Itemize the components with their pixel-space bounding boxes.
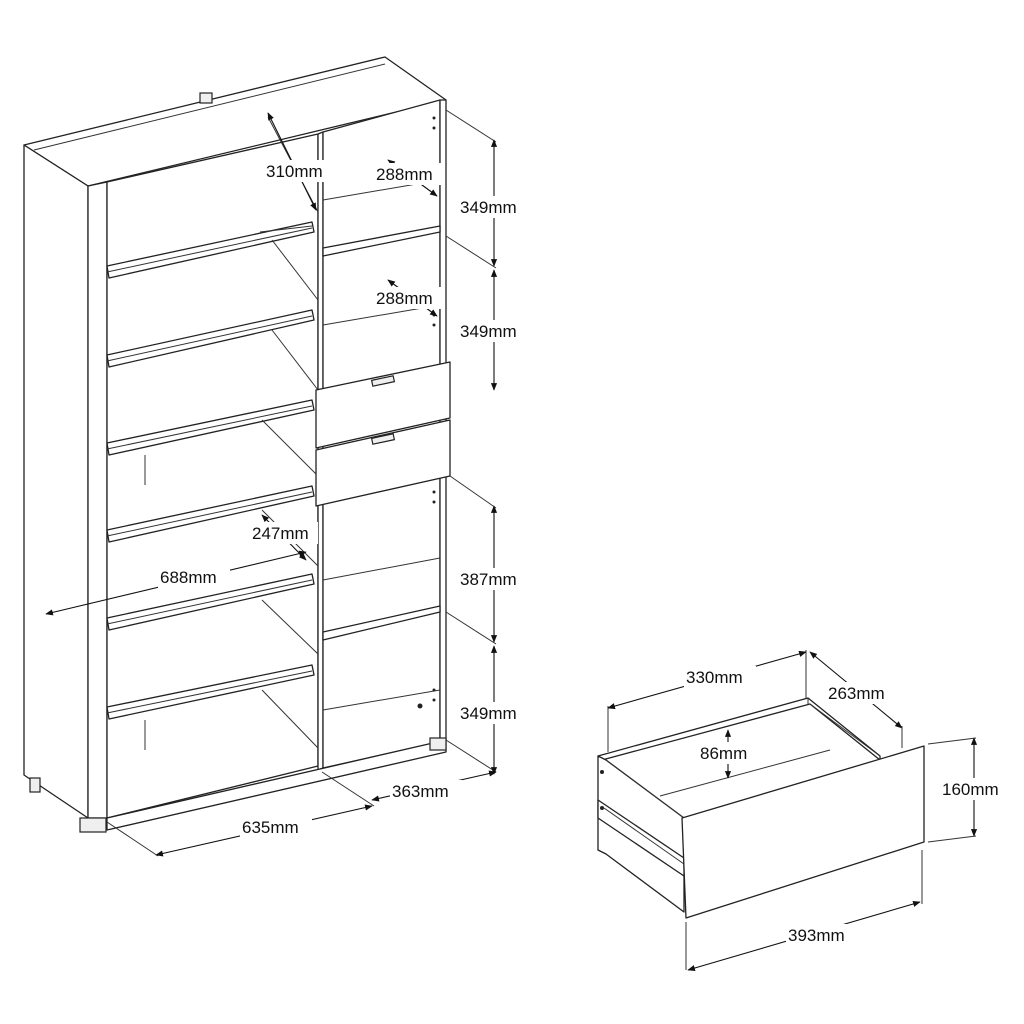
- label-height-4: 349mm: [460, 704, 517, 723]
- label-drawer-inner-height: 86mm: [700, 744, 747, 763]
- label-drawer-depth: 263mm: [828, 684, 885, 703]
- foot-front: [79, 817, 107, 833]
- left-front-edge: [87, 181, 108, 819]
- upper-drawer-handle: [370, 375, 396, 387]
- label-shelf-depth-2: 288mm: [376, 289, 433, 308]
- left-side-panel: [23, 144, 89, 819]
- label-height-2: 349mm: [460, 322, 517, 341]
- label-drawer-front-width: 393mm: [788, 926, 845, 945]
- drawer: [597, 697, 925, 919]
- dimension-labels: 310mm 288mm 288mm 349mm 349mm 387mm 349m…: [158, 160, 1012, 946]
- label-shelf-depth-1: 288mm: [376, 165, 433, 184]
- label-width-left: 688mm: [160, 568, 217, 587]
- label-depth-upper: 310mm: [266, 162, 323, 181]
- label-shelf-gap: 247mm: [252, 524, 309, 543]
- foot-right: [429, 737, 447, 751]
- upper-drawer-front: [315, 361, 451, 449]
- drawer-front: [681, 745, 925, 919]
- label-height-1: 349mm: [460, 198, 517, 217]
- label-height-3: 387mm: [460, 570, 517, 589]
- label-drawer-height: 160mm: [942, 780, 999, 799]
- label-drawer-width-inner: 330mm: [686, 668, 743, 687]
- slanted-shelves: [106, 221, 315, 720]
- label-width-right: 363mm: [392, 782, 449, 801]
- lower-drawer-handle: [370, 433, 396, 445]
- foot-left: [29, 777, 41, 793]
- top-hinge: [199, 92, 213, 104]
- label-width-front: 635mm: [242, 818, 299, 837]
